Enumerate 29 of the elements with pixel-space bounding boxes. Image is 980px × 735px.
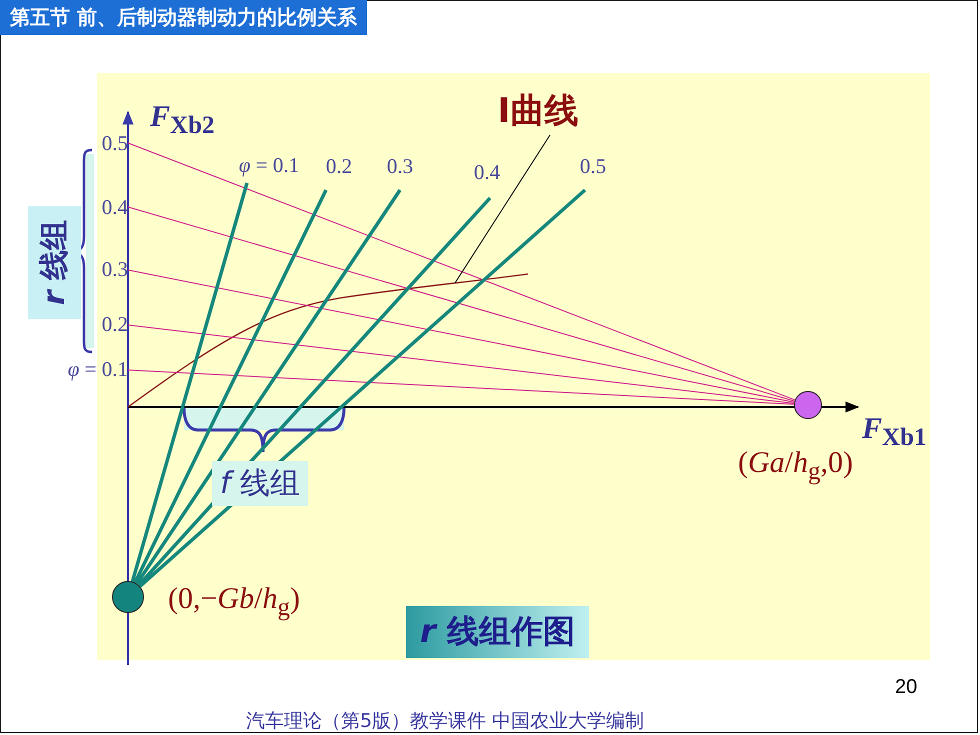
group-label: r 线组 [28,206,82,320]
tick-label: 0.3 [378,156,422,190]
coordinate-label: (Ga/h$_{g}$,0) [738,446,854,486]
tick-label: 0.2 [98,314,128,336]
group-label: f 线组 [212,461,308,506]
axis-label: F$_{Xb1}$ [862,412,926,452]
title-bar: 第五节 前、后制动器制动力的比例关系 [0,0,367,35]
line [128,370,795,405]
tick-label: φ = 0.1 [222,155,316,183]
line [133,189,328,584]
tick-label: φ = 0.1 [38,359,128,381]
axis-label: F$_{Xb2}$ [150,100,214,140]
line [130,182,249,582]
footer-text: 汽车理论（第5版）教学课件 中国农业大学编制 [246,709,644,734]
line [138,188,586,588]
tick-label: 0.4 [466,162,508,198]
caption-box: r 线组作图 [406,606,589,658]
line [137,196,492,586]
page-number: 20 [895,676,918,699]
curve-label: I曲线 [488,94,588,135]
line [128,270,795,403]
line [128,324,795,404]
line [135,189,402,585]
coordinate-label: (0,−Gb/h$_{g}$) [168,582,300,622]
leader-line [454,134,550,284]
line [128,142,796,400]
line [128,206,796,402]
tick-label: 0.2 [316,156,362,190]
tick-label: 0.5 [570,156,616,190]
